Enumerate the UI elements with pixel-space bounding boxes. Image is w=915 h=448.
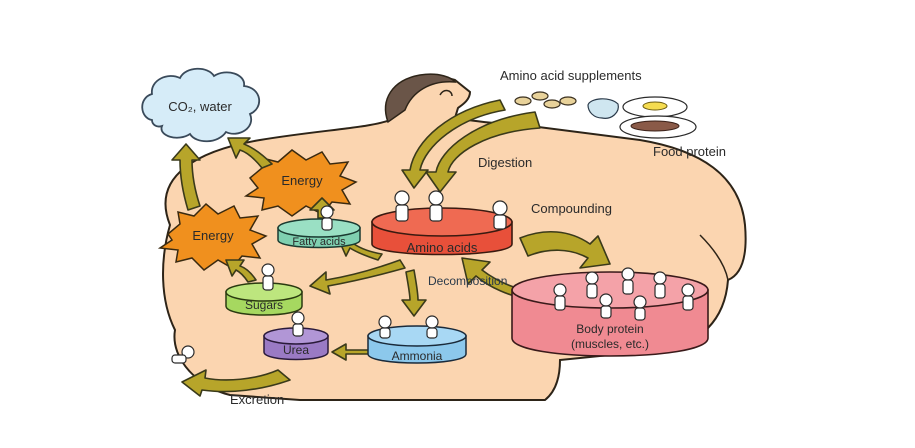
figure-icon xyxy=(428,190,444,222)
arrow-amino-to-ammonia xyxy=(401,269,427,317)
bowl-icon xyxy=(587,98,619,119)
hair xyxy=(384,73,457,124)
energy-top-label: Energy xyxy=(281,173,323,188)
energy-top-star: Energy xyxy=(243,149,358,217)
decomposition-label: Decomposition xyxy=(428,274,507,288)
arm-line xyxy=(699,234,729,281)
arrow-energy-to-co2-top xyxy=(227,137,273,169)
excretion-label: Excretion xyxy=(230,392,284,407)
arrows xyxy=(171,99,611,397)
amino-acid-supplements-label: Amino acid supplements xyxy=(500,68,642,83)
ear-icon xyxy=(439,89,453,97)
co2-water-cloud: CO₂, water xyxy=(141,67,260,143)
arrow-amino-to-sugars xyxy=(309,259,406,295)
arrow-sugars-to-energy xyxy=(225,259,257,283)
figure-icon xyxy=(492,200,508,230)
sugars-label: Sugars xyxy=(245,298,283,312)
pool-ammonia: Ammonia xyxy=(367,325,467,364)
body-protein-label-line1: Body protein xyxy=(576,322,643,336)
figure-icon xyxy=(585,271,599,299)
figure-icon xyxy=(171,345,195,364)
figure-icon xyxy=(291,311,305,337)
figure-icon xyxy=(378,315,392,339)
energy-left-star: Energy xyxy=(157,202,268,271)
compounding-label: Compounding xyxy=(531,201,612,216)
arrow-energy-to-co2-left xyxy=(171,143,201,211)
figure-icon xyxy=(261,263,275,291)
pool-sugars: Sugars xyxy=(225,282,303,316)
fatty-acids-label: Fatty acids xyxy=(292,236,346,248)
body-protein-label-line2: (muscles, etc.) xyxy=(571,337,649,351)
amino-acids-label: Amino acids xyxy=(407,240,478,255)
figure-icon xyxy=(425,315,439,339)
figure-icon xyxy=(653,271,667,299)
figure-icon xyxy=(320,205,334,231)
pool-fatty-acids: Fatty acids xyxy=(277,218,361,249)
arrow-supplements-digestion xyxy=(401,99,506,189)
co2-water-label: CO₂, water xyxy=(168,99,232,114)
figure-icon xyxy=(621,267,635,295)
energy-left-label: Energy xyxy=(192,228,234,243)
food-protein-icon xyxy=(587,96,697,139)
supplement-pills-icon xyxy=(514,91,577,109)
figures xyxy=(171,190,695,364)
arrow-compounding xyxy=(519,230,611,269)
figure-icon xyxy=(394,190,410,222)
figure-icon xyxy=(599,293,613,319)
figure-icon xyxy=(633,295,647,321)
urea-label: Urea xyxy=(283,343,309,357)
figure-icon xyxy=(681,283,695,311)
arrow-excretion xyxy=(181,369,291,397)
figure-icon xyxy=(553,283,567,311)
digestion-label: Digestion xyxy=(478,155,532,170)
food-protein-label: Food protein xyxy=(653,144,726,159)
pool-amino-acids: Amino acids xyxy=(371,207,513,256)
arrow-ammonia-to-urea xyxy=(331,343,371,361)
ammonia-label: Ammonia xyxy=(392,349,443,363)
